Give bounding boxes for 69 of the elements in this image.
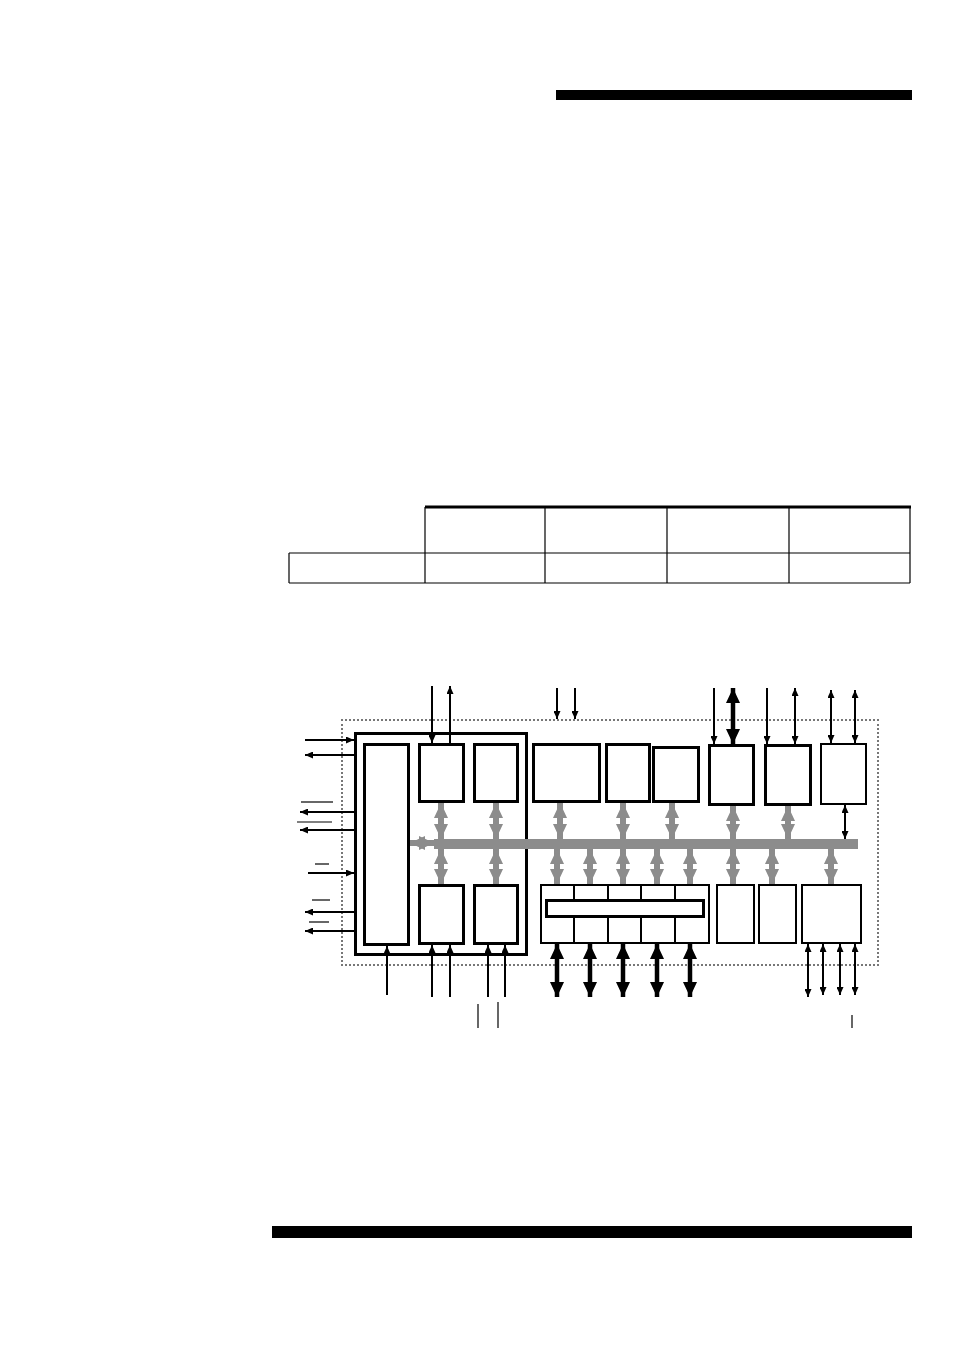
core-block xyxy=(354,732,528,956)
signal-arrow xyxy=(304,927,355,935)
signal-arrow xyxy=(836,943,844,996)
bus-arrow xyxy=(434,803,448,839)
block-box xyxy=(708,744,755,806)
block-box xyxy=(532,743,601,803)
block-box xyxy=(820,743,867,805)
signal-arrow xyxy=(583,944,597,997)
signal-arrow xyxy=(299,826,355,834)
signal-arrow xyxy=(571,687,579,720)
bus-arrow xyxy=(489,803,503,839)
signal-arrow xyxy=(484,944,492,998)
block-box xyxy=(764,744,812,806)
signal-arrow xyxy=(841,804,849,840)
signal-arrow xyxy=(819,943,827,996)
block-box xyxy=(716,884,755,944)
block-box xyxy=(473,743,519,803)
bus-arrow xyxy=(765,849,779,884)
block-box xyxy=(758,884,797,944)
signal-arrow xyxy=(650,944,664,997)
register-bar xyxy=(545,899,705,918)
signal-arrow xyxy=(710,687,718,745)
signal-arrow xyxy=(428,685,436,744)
bus-arrow xyxy=(410,836,434,850)
signal-arrow xyxy=(763,687,771,745)
signal-arrow xyxy=(304,751,355,759)
signal-arrow xyxy=(307,869,355,877)
bus-bar xyxy=(434,839,858,849)
chip-outline xyxy=(341,719,879,966)
block-box xyxy=(605,743,651,803)
signal-arrow xyxy=(726,688,740,744)
signal-arrow xyxy=(299,808,355,816)
signal-arrow xyxy=(383,945,391,996)
signal-arrow xyxy=(550,944,564,997)
signal-arrow xyxy=(553,687,561,720)
signal-arrow xyxy=(446,685,454,744)
signal-arrow xyxy=(851,943,859,996)
bus-arrow xyxy=(616,803,630,839)
signal-arrow xyxy=(446,944,454,998)
signal-arrow xyxy=(501,944,509,998)
bus-arrow xyxy=(583,849,597,884)
signal-arrow xyxy=(683,944,697,997)
bus-arrow xyxy=(650,849,664,884)
signal-arrow xyxy=(304,736,355,744)
signal-arrow xyxy=(827,689,835,744)
port-block xyxy=(540,884,710,944)
block-box xyxy=(652,746,700,803)
block-box xyxy=(418,743,465,803)
bus-arrow xyxy=(489,849,503,884)
bus-arrow xyxy=(781,806,795,839)
bus-arrow xyxy=(824,849,838,884)
bus-arrow xyxy=(553,803,567,839)
bus-arrow xyxy=(434,849,448,884)
signal-arrow xyxy=(851,689,859,744)
block-box xyxy=(418,884,465,945)
signal-arrow xyxy=(804,943,812,998)
bus-arrow xyxy=(683,849,697,884)
bus-arrow xyxy=(550,849,564,884)
block-box xyxy=(801,884,862,944)
bus-arrow xyxy=(616,849,630,884)
block-box xyxy=(473,884,519,945)
bus-arrow xyxy=(665,803,679,839)
bus-arrow xyxy=(726,849,740,884)
block-box xyxy=(363,743,410,946)
signal-arrow xyxy=(428,944,436,998)
signal-arrow xyxy=(304,908,355,916)
signal-arrow xyxy=(791,687,799,745)
bus-arrow xyxy=(726,806,740,839)
signal-arrow xyxy=(616,944,630,997)
